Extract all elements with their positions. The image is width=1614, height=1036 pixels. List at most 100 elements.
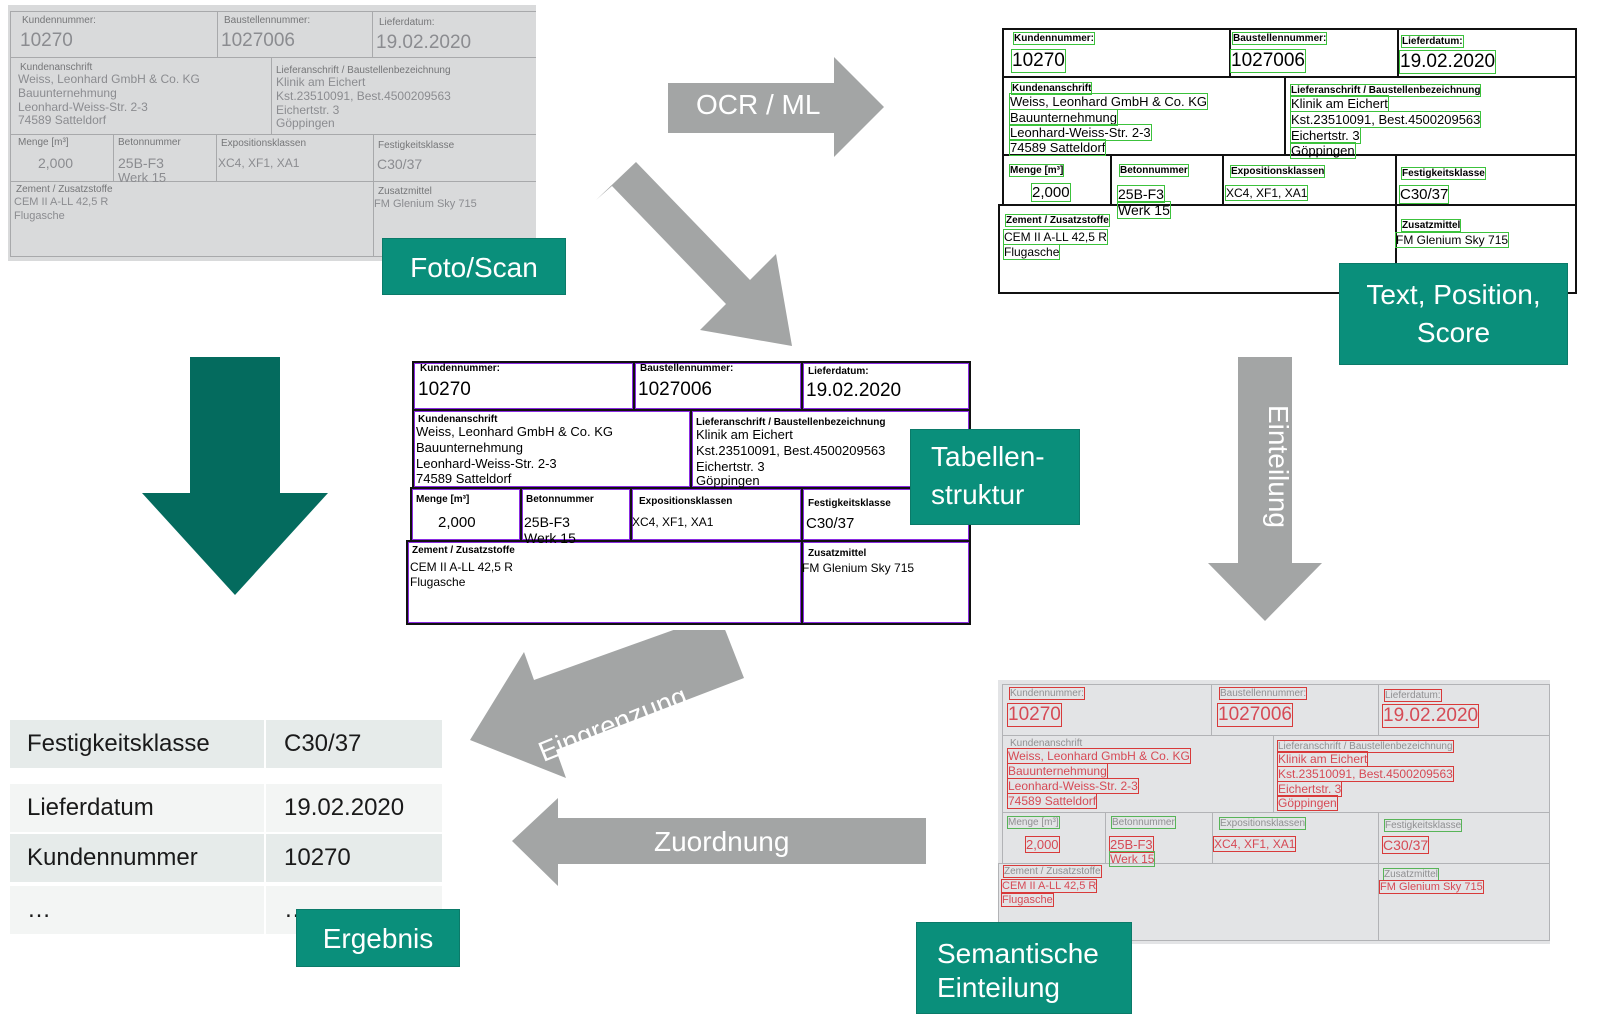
- betonnummer-value: 25B-F3: [118, 155, 164, 171]
- zement-label: Zement / Zusatzstoffe: [1005, 214, 1110, 227]
- tag-text-position-score: Text, Position, Score: [1339, 263, 1568, 365]
- arrow-zuordnung: [512, 798, 926, 886]
- kundennummer-value: 10270: [418, 379, 471, 400]
- zement-line-2: Flugasche: [1001, 893, 1054, 907]
- liefer-line-4: Göppingen: [1277, 795, 1338, 811]
- kundennummer-label: Kundennummer:: [1009, 687, 1085, 700]
- arrow-eingrenzung-shape: [470, 630, 744, 778]
- zement-line-2: Flugasche: [1002, 244, 1061, 260]
- exposition-value: XC4, XF1, XA1: [632, 515, 714, 529]
- festigkeit-label: Festigkeitsklasse: [378, 140, 455, 151]
- arrow-tabellenerkennung: [596, 162, 792, 346]
- tag-text-position-score-line-1: Text, Position,: [1366, 279, 1541, 310]
- menge-label: Menge [m³]: [1007, 816, 1060, 829]
- exposition-label: Expositionsklassen: [1218, 817, 1307, 830]
- anschrift-line-2: Bauunternehmung: [18, 86, 117, 100]
- tag-tabellenstruktur: Tabellen- struktur: [910, 429, 1080, 525]
- festigkeit-value: C30/37: [377, 156, 423, 172]
- liefer-line-3: Eichertstr. 3: [1276, 781, 1343, 797]
- zusatzmittel-value: FM Glenium Sky 715: [802, 561, 915, 575]
- baustellennummer-label: Baustellennummer:: [640, 363, 734, 374]
- anschrift-line-2: Bauunternehmung: [1009, 109, 1118, 126]
- lieferdatum-value: 19.02.2020: [1381, 704, 1480, 728]
- result-key: Festigkeitsklasse: [10, 720, 264, 768]
- zement-line-1: CEM II A-LL 42,5 R: [1000, 879, 1098, 893]
- exposition-value: XC4, XF1, XA1: [1212, 836, 1297, 852]
- exposition-label: Expositionsklassen: [221, 138, 307, 149]
- kundennummer-value: 10270: [20, 30, 73, 51]
- liefer-line-2: Kst.23510091, Best.4500209563: [1289, 111, 1482, 128]
- lieferdatum-value: 19.02.2020: [806, 380, 902, 401]
- arrow-result-down-shape: [142, 357, 328, 595]
- anschrift-line-2: Bauunternehmung: [416, 440, 523, 455]
- baustellennummer-value: 1027006: [221, 30, 295, 51]
- liefer-line-1: Klinik am Eichert: [696, 427, 793, 442]
- kundennummer-label: Kundennummer:: [22, 15, 96, 26]
- arrow-tabellenerkennung-shape: [596, 162, 792, 346]
- kundenanschrift-label: Kundenanschrift: [1010, 738, 1083, 749]
- arrow-einteilung-label: Einteilung: [1263, 405, 1294, 528]
- liefer-line-2: Kst.23510091, Best.4500209563: [1277, 766, 1454, 782]
- zement-line-1: CEM II A-LL 42,5 R: [410, 560, 513, 574]
- betonnummer-label: Betonnummer: [118, 137, 181, 148]
- kundenanschrift-label: Kundenanschrift: [20, 62, 93, 73]
- tag-ergebnis-text: Ergebnis: [322, 923, 434, 954]
- anschrift-line-3: Leonhard-Weiss-Str. 2-3: [1007, 778, 1139, 794]
- anschrift-line-3: Leonhard-Weiss-Str. 2-3: [416, 456, 557, 471]
- result-value: 19.02.2020: [266, 784, 442, 832]
- table-row: Festigkeitsklasse C30/37: [10, 720, 442, 768]
- kundenanschrift-label: Kundenanschrift: [1010, 82, 1093, 95]
- result-key: …: [10, 886, 264, 934]
- cell-zusatzmittel: [1378, 863, 1550, 941]
- liefer-line-4: Göppingen: [276, 116, 335, 130]
- betonnummer-label: Betonnummer: [1111, 816, 1176, 829]
- festigkeit-label: Festigkeitsklasse: [1401, 167, 1486, 180]
- arrow-einteilung: [1208, 357, 1322, 621]
- betonnummer-value: 25B-F3: [1109, 836, 1154, 853]
- anschrift-line-4: 74589 Satteldorf: [416, 471, 512, 486]
- exposition-label: Expositionsklassen: [1229, 165, 1326, 178]
- baustellennummer-value: 1027006: [1217, 703, 1293, 727]
- zement-label: Zement / Zusatzstoffe: [1003, 865, 1102, 878]
- zusatzmittel-label: Zusatzmittel: [378, 186, 432, 197]
- tag-tabellenstruktur-line-2: struktur: [931, 479, 1025, 510]
- betonnummer-value: 25B-F3: [1117, 185, 1165, 203]
- liefer-line-1: Klinik am Eichert: [276, 75, 366, 89]
- cell-zusatzmittel: [801, 540, 971, 625]
- betonnummer-value: 25B-F3: [524, 514, 570, 530]
- tag-ergebnis: Ergebnis: [296, 909, 460, 967]
- zusatzmittel-label: Zusatzmittel: [808, 548, 867, 559]
- zement-line-1: CEM II A-LL 42,5 R: [14, 196, 109, 208]
- menge-value: 2,000: [38, 155, 74, 171]
- zusatzmittel-label: Zusatzmittel: [1400, 219, 1462, 232]
- zusatzmittel-value: FM Glenium Sky 715: [374, 198, 477, 210]
- baustellennummer-label: Baustellennummer:: [224, 15, 311, 26]
- werk-value: Werk 15: [524, 530, 576, 546]
- arrow-eingrenzung: [470, 630, 744, 778]
- festigkeit-value: C30/37: [806, 515, 855, 532]
- lieferdatum-label: Lieferdatum:: [1384, 689, 1442, 702]
- exposition-label: Expositionsklassen: [639, 496, 733, 507]
- result-value: 10270: [266, 834, 442, 882]
- anschrift-line-2: Bauunternehmung: [1007, 763, 1108, 779]
- arrow-einteilung-shape: [1208, 357, 1322, 621]
- lieferdatum-label: Lieferdatum:: [1401, 35, 1464, 48]
- anschrift-line-4: 74589 Satteldorf: [1008, 139, 1107, 156]
- result-key: Kundennummer: [10, 834, 264, 882]
- kundennummer-value: 10270: [1007, 703, 1062, 727]
- lieferanschrift-label: Lieferanschrift / Baustellenbezeichnung: [696, 417, 886, 428]
- tag-semantische-einteilung: Semantische Einteilung: [916, 922, 1132, 1014]
- zement-line-2: Flugasche: [410, 575, 466, 589]
- liefer-line-3: Eichertstr. 3: [696, 459, 765, 474]
- werk-value: Werk 15: [1117, 201, 1171, 219]
- liefer-line-4: Göppingen: [696, 473, 760, 488]
- zusatzmittel-value: FM Glenium Sky 715: [1394, 232, 1510, 248]
- anschrift-line-1: Weiss, Leonhard GmbH & Co. KG: [1007, 748, 1191, 764]
- tag-text-position-score-line-2: Score: [1416, 317, 1491, 348]
- anschrift-line-1: Weiss, Leonhard GmbH & Co. KG: [416, 424, 614, 439]
- liefer-line-4: Göppingen: [1290, 142, 1356, 159]
- zusatzmittel-value: FM Glenium Sky 715: [1379, 880, 1484, 894]
- liefer-line-3: Eichertstr. 3: [1290, 127, 1361, 144]
- zusatzmittel-label: Zusatzmittel: [1383, 868, 1439, 881]
- festigkeit-value: C30/37: [1381, 836, 1430, 854]
